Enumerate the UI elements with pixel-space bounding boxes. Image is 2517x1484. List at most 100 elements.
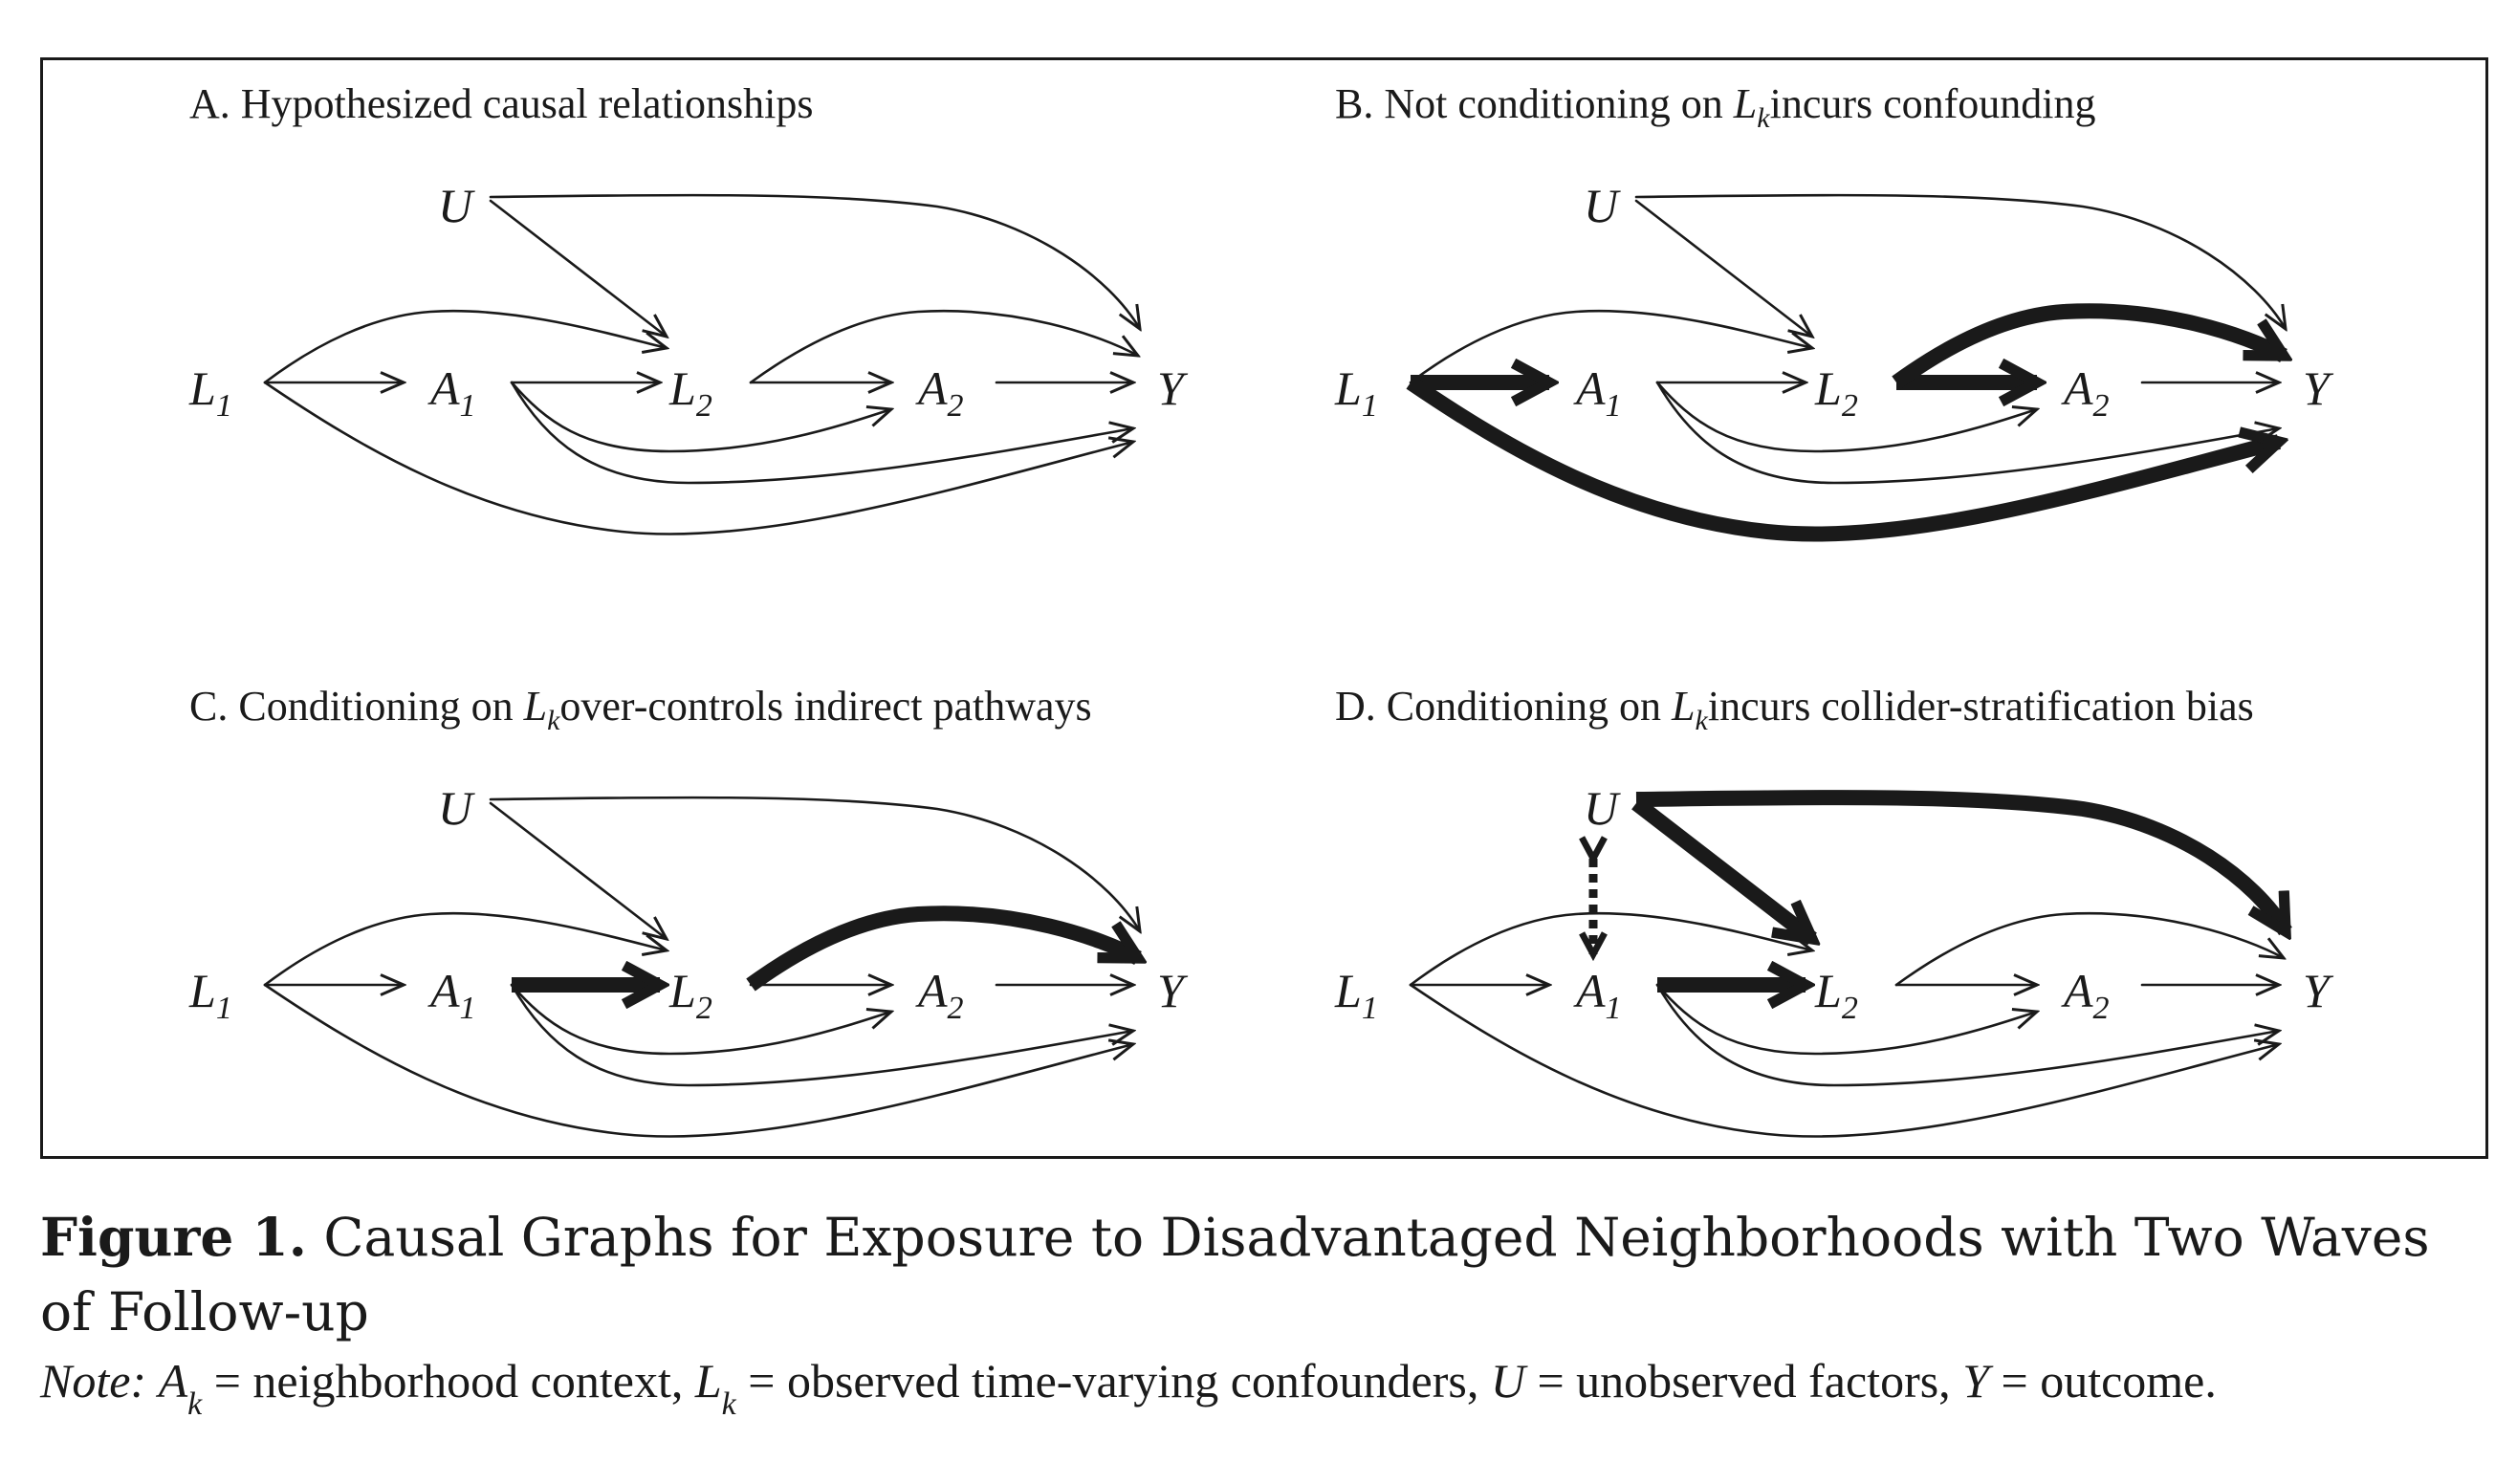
panel-c: C. Conditioning on Lkover-controls indir… (188, 683, 1189, 1138)
node-letter: U (438, 781, 475, 835)
node-a2: A2 (2061, 964, 2110, 1026)
panel-title-suffix: over-controls indirect pathways (559, 683, 1091, 730)
edge-l2-y (749, 309, 1138, 384)
panel-title-prefix: A. Hypothesized causal relationships (189, 80, 814, 127)
node-u: U (438, 179, 475, 232)
panel-title-variable: L (1733, 80, 1757, 127)
node-u: U (1584, 781, 1621, 835)
node-subscript: 1 (216, 991, 232, 1026)
edge-u-l2 (489, 199, 667, 337)
edge-l2-y-highlighted (1892, 303, 2284, 389)
node-subscript: 2 (1842, 388, 1858, 424)
panel-title-variable-subscript: k (1757, 102, 1770, 134)
node-subscript: 2 (2093, 991, 2110, 1026)
node-u: U (438, 781, 475, 835)
caption-note-parts: Ak = neighborhood context, Lk = observed… (158, 1354, 2217, 1422)
edge-l1-y (263, 983, 1133, 1138)
caption-note: Note: Ak = neighborhood context, Lk = ob… (40, 1351, 2488, 1422)
edge-a1-y (510, 381, 1133, 485)
note-var-a: A (158, 1354, 188, 1408)
panel-title: D. Conditioning on Lkincurs collider-str… (1335, 683, 2254, 736)
node-y: Y (1157, 361, 1189, 415)
node-letter: Y (1157, 964, 1189, 1017)
note-var-u: U (1490, 1354, 1525, 1408)
panel-title-prefix: B. Not conditioning on (1335, 80, 1734, 127)
node-subscript: 1 (1606, 388, 1622, 424)
node-a1: A1 (427, 964, 476, 1026)
edge-a1-a2 (510, 381, 891, 453)
edge-a1-y (1655, 983, 2279, 1087)
node-subscript: 2 (2093, 388, 2110, 424)
node-a2: A2 (915, 964, 964, 1026)
edge-l2-y-highlighted (746, 906, 1138, 992)
edge-l1-y (263, 381, 1133, 535)
node-l2: L2 (1814, 964, 1858, 1026)
node-letter: A (1573, 964, 1606, 1017)
node-letter: Y (2303, 964, 2334, 1017)
node-letter: Y (2303, 361, 2334, 415)
edge-l1-l2 (1409, 309, 1812, 384)
node-a1: A1 (427, 361, 476, 424)
node-letter: L (668, 361, 696, 415)
node-subscript: 2 (1842, 991, 1858, 1026)
figure-frame (40, 57, 2488, 1159)
node-a2: A2 (915, 361, 964, 424)
node-y: Y (2303, 964, 2334, 1017)
panel-title: A. Hypothesized causal relationships (189, 80, 814, 127)
edge-a1-y (510, 983, 1133, 1087)
panel-title-variable-subscript: k (547, 705, 560, 736)
panel-title-variable-subscript: k (1696, 705, 1709, 736)
note-var-y: Y (1962, 1354, 1989, 1408)
panel-title-prefix: C. Conditioning on (189, 683, 524, 730)
panel-title-prefix: D. Conditioning on (1335, 683, 1672, 730)
node-subscript: 2 (696, 991, 712, 1026)
node-l1: L1 (188, 361, 232, 424)
note-text: = unobserved factors, (1524, 1354, 1963, 1408)
note-text: = outcome. (1989, 1354, 2217, 1408)
caption-title: Figure 1. Causal Graphs for Exposure to … (40, 1200, 2488, 1349)
caption-label: Figure 1. (40, 1206, 307, 1268)
node-y: Y (1157, 964, 1189, 1017)
edge-u-y-highlighted (1635, 790, 2292, 931)
edge-l1-l2 (1409, 911, 1812, 987)
node-l1: L1 (1334, 964, 1378, 1026)
node-letter: L (1334, 361, 1362, 415)
node-subscript: 2 (696, 388, 712, 424)
node-letter: A (1573, 361, 1606, 415)
node-l2: L2 (668, 361, 712, 424)
node-a2: A2 (2061, 361, 2110, 424)
node-letter: L (1814, 361, 1842, 415)
node-letter: U (1584, 179, 1621, 232)
node-letter: A (427, 361, 460, 415)
edge-l1-l2 (263, 309, 667, 384)
panel-title: C. Conditioning on Lkover-controls indir… (189, 683, 1092, 736)
panel-title-variable: L (1671, 683, 1695, 730)
node-subscript: 2 (948, 388, 964, 424)
node-y: Y (2303, 361, 2334, 415)
edge-a1-y (1655, 381, 2279, 485)
node-u: U (1584, 179, 1621, 232)
node-subscript: 1 (216, 388, 232, 424)
note-var-l: L (694, 1354, 722, 1408)
note-text: = neighborhood context, (202, 1354, 695, 1408)
panel-title-suffix: incurs collider-stratification bias (1708, 683, 2254, 730)
node-letter: A (427, 964, 460, 1017)
node-l1: L1 (188, 964, 232, 1026)
panel-b: B. Not conditioning on Lkincurs confound… (1334, 80, 2334, 542)
panel-d: D. Conditioning on Lkincurs collider-str… (1334, 683, 2334, 1138)
node-subscript: 2 (948, 991, 964, 1026)
edge-l1-y-highlighted (1406, 376, 2279, 542)
node-subscript: 1 (1362, 388, 1378, 424)
node-letter: Y (1157, 361, 1189, 415)
node-subscript: 1 (1362, 991, 1378, 1026)
figure-caption: Figure 1. Causal Graphs for Exposure to … (40, 1200, 2488, 1422)
edge-a1-a2 (510, 983, 891, 1056)
edge-u-l2 (1634, 199, 1812, 337)
node-l1: L1 (1334, 361, 1378, 424)
edge-l1-y (1409, 983, 2279, 1138)
edge-u-l2 (489, 801, 667, 939)
edge-l1-l2 (263, 911, 667, 987)
note-var-subscript: k (187, 1386, 203, 1422)
node-letter: A (915, 361, 948, 415)
